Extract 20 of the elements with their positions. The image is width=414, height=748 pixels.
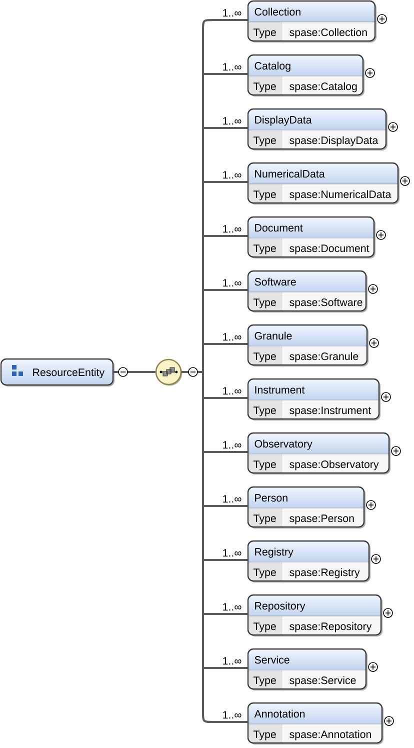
multiplicity-label: 1..∞ bbox=[223, 387, 242, 394]
multiplicity-label: 1..∞ bbox=[223, 9, 242, 16]
multiplicity-label: 1..∞ bbox=[223, 495, 242, 502]
multiplicity-label: 1..∞ bbox=[223, 117, 242, 124]
multiplicity-label: 1..∞ bbox=[223, 657, 242, 664]
element-name: NumericalData bbox=[255, 170, 325, 178]
type-label: Type bbox=[254, 190, 276, 200]
multiplicity-label: 1..∞ bbox=[223, 279, 242, 286]
type-value: spase:NumericalData bbox=[290, 190, 392, 200]
multiplicity-label: 1..∞ bbox=[223, 441, 242, 448]
element-name: Catalog bbox=[254, 62, 290, 72]
multiplicity-label: 1..∞ bbox=[223, 333, 242, 340]
type-label: Type bbox=[254, 82, 276, 92]
multiplicity-label: 1..∞ bbox=[223, 225, 242, 232]
multiplicity-label: 1..∞ bbox=[223, 711, 242, 718]
multiplicity-label: 1..∞ bbox=[223, 603, 242, 610]
multiplicity-label: 1..∞ bbox=[223, 63, 242, 70]
multiplicity-label: 1..∞ bbox=[223, 171, 242, 178]
multiplicity-label: 1..∞ bbox=[223, 549, 242, 556]
type-value: spase:Catalog bbox=[290, 82, 357, 92]
